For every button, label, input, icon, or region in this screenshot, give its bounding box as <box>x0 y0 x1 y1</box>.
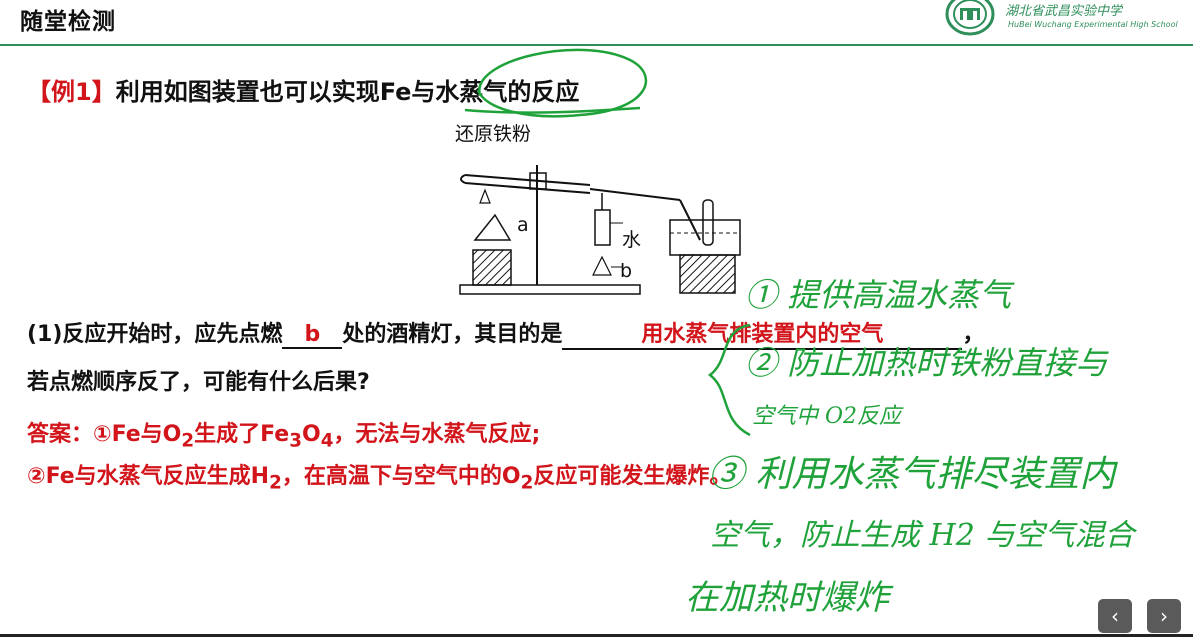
handwritten-circle <box>464 48 648 118</box>
question-part1-line2: 若点燃顺序反了，可能有什么后果? <box>27 370 370 395</box>
slide-title: 随堂检测 <box>20 9 116 35</box>
answer-blank-1: b <box>282 322 343 349</box>
apparatus-diagram <box>459 165 741 295</box>
label-a: a <box>517 214 529 236</box>
answer-line-2: ②Fe与水蒸气反应生成H2，在高温下与空气中的O2反应可能发生爆炸。 <box>27 458 731 493</box>
school-logo <box>945 0 995 36</box>
label-b: b <box>620 260 633 282</box>
school-logo-icon <box>945 0 995 36</box>
answer1-part: 生成了Fe <box>194 422 290 447</box>
answer2-sub: 2 <box>520 472 534 494</box>
school-name-cn: 湖北省武昌实验中学 <box>1005 4 1123 19</box>
answer2-sub: 2 <box>269 472 282 494</box>
answer2-part: 反应可能发生爆炸。 <box>533 464 732 489</box>
part1-middle: 处的酒精灯，其目的是 <box>342 322 563 347</box>
label-reduced-iron: 还原铁粉 <box>455 123 532 145</box>
handwriting-line-6: 在加热时爆炸 <box>685 578 889 618</box>
school-name-en: HuBei Wuchang Experimental High School <box>1008 20 1178 29</box>
question-stem: 【例1】利用如图装置也可以实现Fe与水蒸气的反应 <box>27 72 579 107</box>
question-tag: 【例1】 <box>27 78 116 106</box>
handwritten-brace <box>707 323 751 437</box>
answer1-sub: 4 <box>320 430 334 452</box>
handwriting-line-4: ③ 利用水蒸气排尽装置内 <box>708 454 1116 495</box>
next-slide-button[interactable]: › <box>1147 599 1181 633</box>
answer2-part: ②Fe与水蒸气反应生成H <box>27 464 270 489</box>
bottom-border <box>0 634 1193 637</box>
prev-slide-button[interactable]: ‹ <box>1098 599 1132 633</box>
question-stem-text: 利用如图装置也可以实现Fe与水蒸气的反应 <box>115 78 580 106</box>
handwriting-line-3: 空气中 O2反应 <box>752 404 902 429</box>
header-divider <box>0 44 1193 46</box>
answer1-part: ，无法与水蒸气反应; <box>333 422 541 447</box>
answer1-part: O <box>301 422 321 447</box>
handwriting-line-2: ② 防止加热时铁粉直接与 <box>745 344 1108 382</box>
handwriting-line-1: ① 提供高温水蒸气 <box>745 276 1012 314</box>
handwriting-line-5: 空气，防止生成 H2 与空气混合 <box>710 518 1135 553</box>
label-water: 水 <box>622 229 642 251</box>
part1-prefix: (1)反应开始时，应先点燃 <box>27 322 283 347</box>
answer1-sub: 3 <box>289 430 302 452</box>
answer-line-1: 答案：①Fe与O2生成了Fe3O4，无法与水蒸气反应; <box>27 416 540 451</box>
answer-blank-2: 用水蒸气排装置内的空气 <box>562 316 963 350</box>
answer1-part: 答案：①Fe与O <box>27 422 182 447</box>
answer1-sub: 2 <box>181 430 195 452</box>
part1-end: ， <box>962 322 985 347</box>
answer2-part: ，在高温下与空气中的O <box>281 464 521 489</box>
